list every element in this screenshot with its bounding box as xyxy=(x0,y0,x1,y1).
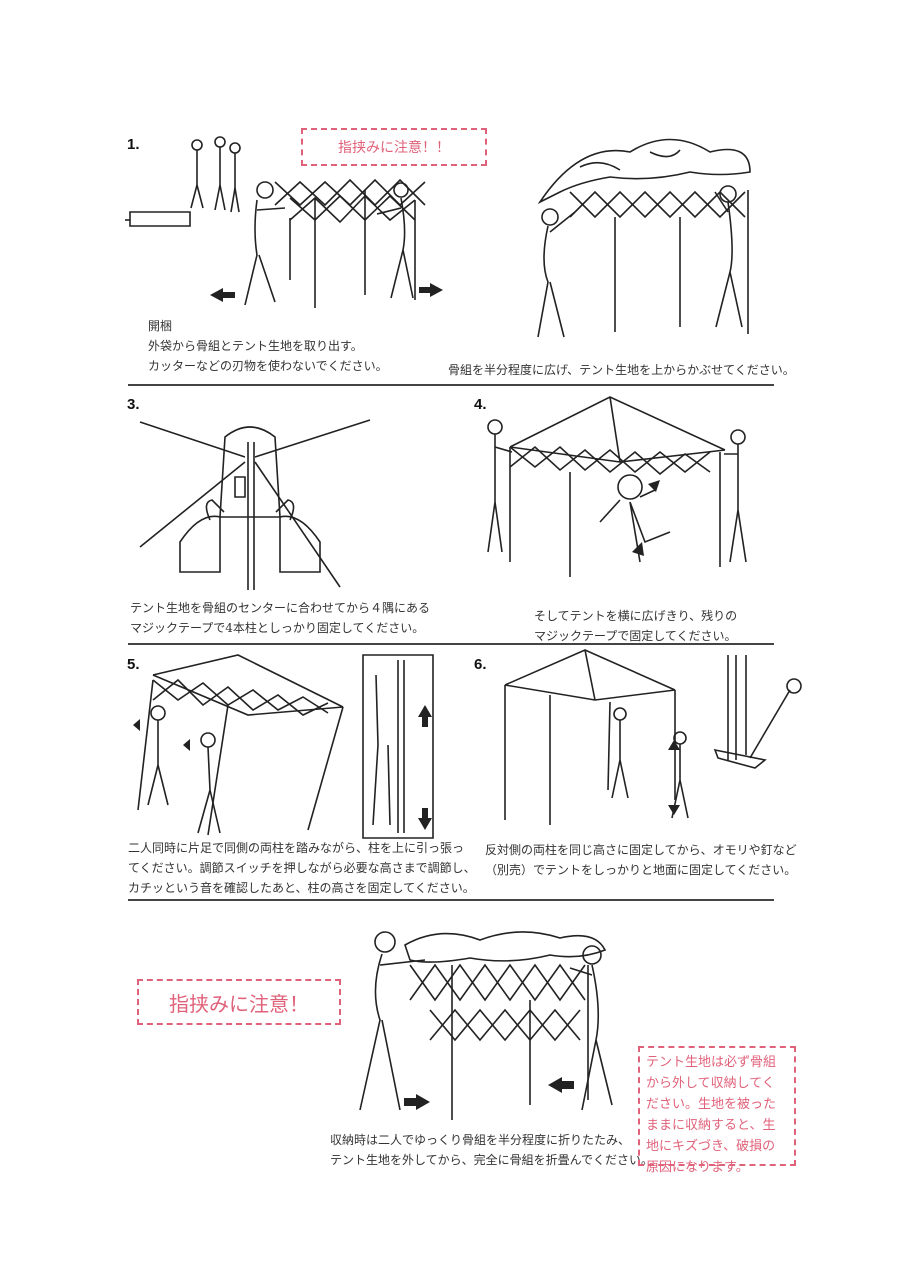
storage-note-line-4: ままに収納すると、生 xyxy=(646,1118,776,1133)
storage-note-line-3: ださい。生地を被った xyxy=(646,1097,777,1112)
step-3-caption-line-1: テント生地を骨組のセンターに合わせてから４隅にある xyxy=(130,601,431,615)
step-4-illustration xyxy=(480,392,770,592)
step-1-caption-line-2: 外袋から骨組とテント生地を取り出す。 xyxy=(148,339,363,353)
storage-note: テント生地は必ず骨組 から外して収納してく ださい。生地を被った ままに収納する… xyxy=(638,1046,796,1175)
pinch-warning-bottom: 指挟みに注意！ xyxy=(137,979,341,1025)
step-3-number: 3. xyxy=(127,396,140,413)
step-1-caption-line-3: カッターなどの刃物を使わないでください。 xyxy=(148,359,388,373)
step-2-illustration xyxy=(520,122,780,342)
step-4-number: 4. xyxy=(474,396,487,413)
step-6-number: 6. xyxy=(474,656,487,673)
step-3-illustration xyxy=(140,412,380,592)
step-3-caption-line-2: マジックテープで4本柱としっかり固定してください。 xyxy=(130,621,425,635)
step-1-number: 1. xyxy=(127,136,140,153)
storage-caption-line-2: テント生地を外してから、完全に骨組を折畳んでください。 xyxy=(330,1153,654,1167)
step-2-caption: 骨組を半分程度に広げ、テント生地を上からかぶせてください。 xyxy=(448,363,795,377)
storage-note-line-6: 原因になります。 xyxy=(646,1160,749,1175)
step-1-illustration xyxy=(125,130,443,310)
divider-1 xyxy=(128,384,774,386)
storage-note-line-5: 地にキズづき、破損の xyxy=(646,1139,776,1154)
divider-3 xyxy=(128,899,774,901)
step-5-number: 5. xyxy=(127,656,140,673)
step-1-caption-line-1: 開梱 xyxy=(148,319,173,333)
storage-illustration xyxy=(330,920,630,1125)
divider-2 xyxy=(128,643,774,645)
step-5-caption-line-1: 二人同時に片足で同側の両柱を踏みながら、柱を上に引っ張っ xyxy=(128,841,465,855)
step-6-caption-line-1: 反対側の両柱を同じ高さに固定してから、オモリや釘など xyxy=(485,843,797,857)
step-5-illustration xyxy=(133,655,438,840)
storage-note-line-2: から外して収納してく xyxy=(646,1076,775,1091)
step-6-illustration xyxy=(500,650,805,835)
step-4-caption-line-1: そしてテントを横に広げきり、残りの xyxy=(534,609,738,623)
pinch-warning-top: 指挟みに注意！！ xyxy=(301,128,487,166)
pinch-warning-bottom-text: 指挟みに注意！ xyxy=(169,991,309,1016)
pinch-warning-top-text: 指挟みに注意！！ xyxy=(338,140,450,156)
storage-caption-line-1: 収納時は二人でゆっくり骨組を半分程度に折りたたみ、 xyxy=(330,1133,631,1147)
step-4-caption-line-2: マジックテープで固定してください。 xyxy=(534,629,737,643)
step-6-caption-line-2: （別売）でテントをしっかりと地面に固定してください。 xyxy=(485,863,797,877)
storage-note-line-1: テント生地は必ず骨組 xyxy=(646,1055,777,1070)
step-5-caption-line-3: カチッという音を確認したあと、柱の高さを固定してください。 xyxy=(128,881,475,895)
step-5-caption-line-2: てください。調節スイッチを押しながら必要な高さまで調節し、 xyxy=(128,861,476,875)
